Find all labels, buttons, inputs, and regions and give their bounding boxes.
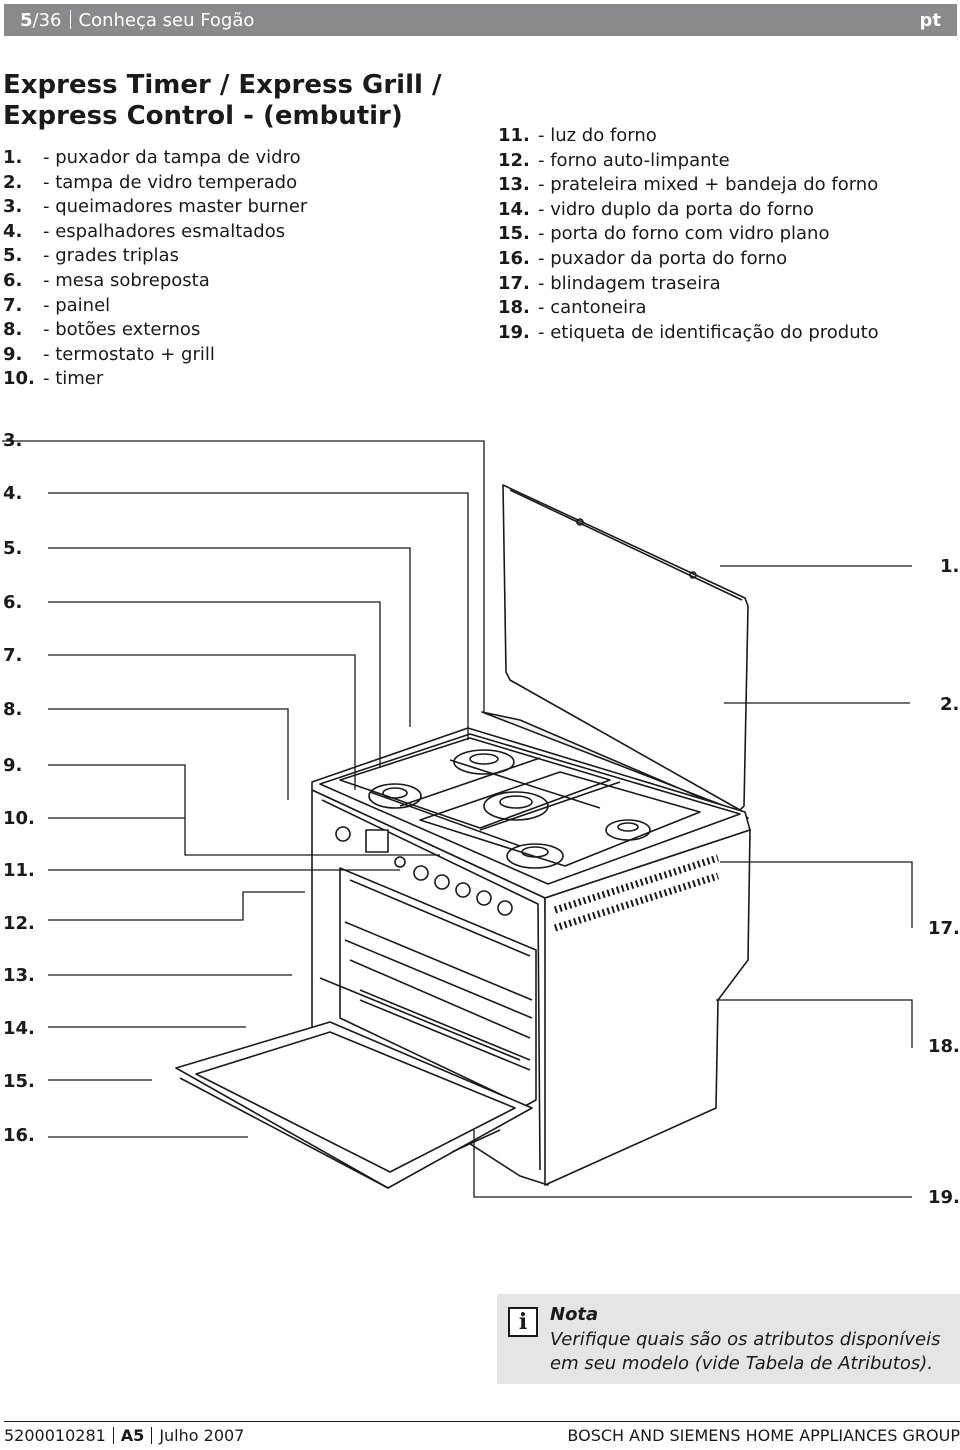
part-list-item: 8. - botões externos (3, 318, 307, 343)
callout-label: 15. (3, 1071, 35, 1092)
callout-label: 17. (928, 918, 960, 939)
part-number: 17. (498, 272, 530, 294)
section-title: Conheça seu Fogão (78, 10, 255, 31)
company-name: BOSCH AND SIEMENS HOME APPLIANCES GROUP (567, 1426, 960, 1445)
part-label: - mesa sobreposta (43, 269, 210, 291)
callout-label: 14. (3, 1018, 35, 1039)
part-label: - timer (43, 368, 104, 390)
callout-label: 19. (928, 1187, 960, 1208)
part-label: - botões externos (43, 319, 201, 341)
part-list-item: 11. - luz do forno (498, 124, 879, 149)
info-icon: i (508, 1307, 538, 1337)
part-number: 9. (3, 343, 23, 365)
callout-label: 4. (3, 483, 23, 504)
part-number: 15. (498, 223, 530, 245)
cooktop (311, 727, 751, 899)
callout-label: 7. (3, 645, 23, 666)
callout-label: 10. (3, 808, 35, 829)
document-code: 5200010281 (4, 1426, 106, 1445)
parts-list-right: 11. - luz do forno 12. - forno auto-limpant… (498, 124, 879, 345)
callout-label: 3. (3, 430, 23, 451)
part-label: - grades triplas (43, 245, 179, 267)
callout-label: 16. (3, 1125, 35, 1146)
parts-list-left: 1. - puxador da tampa de vidro 2. - tampa d… (3, 146, 307, 392)
part-label: - porta do forno com vidro plano (538, 223, 830, 245)
part-label: - puxador da tampa de vidro (43, 147, 301, 168)
language-code: pt (919, 10, 942, 31)
callout-label: 18. (928, 1036, 960, 1057)
part-list-item: 19. - etiqueta de identificação do produt… (498, 321, 879, 346)
part-list-item: 3. - queimadores master burner (3, 195, 307, 220)
part-number: 4. (3, 220, 23, 242)
part-number: 6. (3, 269, 23, 291)
note-box: i Nota Verifique quais são os atributos … (497, 1294, 960, 1384)
part-number: 7. (3, 294, 23, 316)
part-number: 14. (498, 198, 530, 220)
part-list-item: 1. - puxador da tampa de vidro (3, 146, 307, 171)
callout-label: 6. (3, 592, 23, 613)
part-label: - cantoneira (538, 297, 647, 319)
part-number: 18. (498, 297, 530, 319)
part-label: - espalhadores esmaltados (43, 220, 286, 242)
stove-diagram (2, 440, 913, 1198)
part-number: 19. (498, 321, 530, 343)
part-list-item: 5. - grades triplas (3, 244, 307, 269)
part-list-item: 14. - vidro duplo da porta do forno (498, 198, 879, 223)
page-title: Express Timer / Express Grill / Express … (3, 70, 442, 131)
part-list-item: 18. - cantoneira (498, 296, 879, 321)
part-list-item: 2. - tampa de vidro temperado (3, 171, 307, 196)
callout-label: 8. (3, 699, 23, 720)
part-list-item: 12. - forno auto-limpante (498, 149, 879, 174)
part-number: 11. (498, 125, 530, 146)
part-number: 2. (3, 171, 23, 193)
part-list-item: 17. - blindagem traseira (498, 272, 879, 297)
part-number: 3. (3, 196, 23, 218)
part-list-item: 16. - puxador da porta do forno (498, 247, 879, 272)
part-number: 12. (498, 149, 530, 171)
part-label: - puxador da porta do forno (538, 247, 788, 269)
part-label: - vidro duplo da porta do forno (538, 198, 814, 220)
part-label: - prateleira mixed + bandeja do forno (538, 174, 879, 196)
note-text: Verifique quais são os atributos disponí… (550, 1329, 941, 1374)
glass-lid (481, 484, 749, 819)
part-list-item: 15. - porta do forno com vidro plano (498, 222, 879, 247)
format-label: A5 (120, 1426, 145, 1445)
part-label: - forno auto-limpante (538, 149, 730, 171)
part-list-item: 10. - timer (3, 367, 307, 392)
part-label: - luz do forno (538, 125, 657, 146)
part-label: - tampa de vidro temperado (43, 171, 298, 193)
part-number: 1. (3, 147, 23, 168)
leader-lines (2, 440, 913, 1198)
part-number: 13. (498, 174, 530, 196)
callout-label: 5. (3, 538, 23, 559)
part-number: 5. (3, 245, 23, 267)
part-list-item: 6. - mesa sobreposta (3, 269, 307, 294)
part-number: 16. (498, 247, 530, 269)
callout-label: 1. (940, 556, 960, 577)
callout-label: 11. (3, 860, 35, 881)
callout-label: 12. (3, 913, 35, 934)
part-label: - painel (43, 294, 111, 316)
part-list-item: 13. - prateleira mixed + bandeja do forno (498, 173, 879, 198)
part-label: - blindagem traseira (538, 272, 721, 294)
callout-label: 9. (3, 755, 23, 776)
note-title: Nota (550, 1304, 599, 1325)
part-label: - queimadores master burner (43, 196, 308, 218)
part-label: - etiqueta de identificação do produto (538, 321, 879, 343)
part-label: - termostato + grill (43, 343, 215, 365)
callout-label: 2. (940, 694, 960, 715)
oven-body (175, 789, 751, 1189)
part-number: 10. (3, 368, 35, 390)
callout-label: 13. (3, 965, 35, 986)
part-list-item: 7. - painel (3, 294, 307, 319)
part-number: 8. (3, 319, 23, 341)
part-list-item: 4. - espalhadores esmaltados (3, 220, 307, 245)
part-list-item: 9. - termostato + grill (3, 343, 307, 368)
footer-date: Julho 2007 (159, 1426, 245, 1445)
